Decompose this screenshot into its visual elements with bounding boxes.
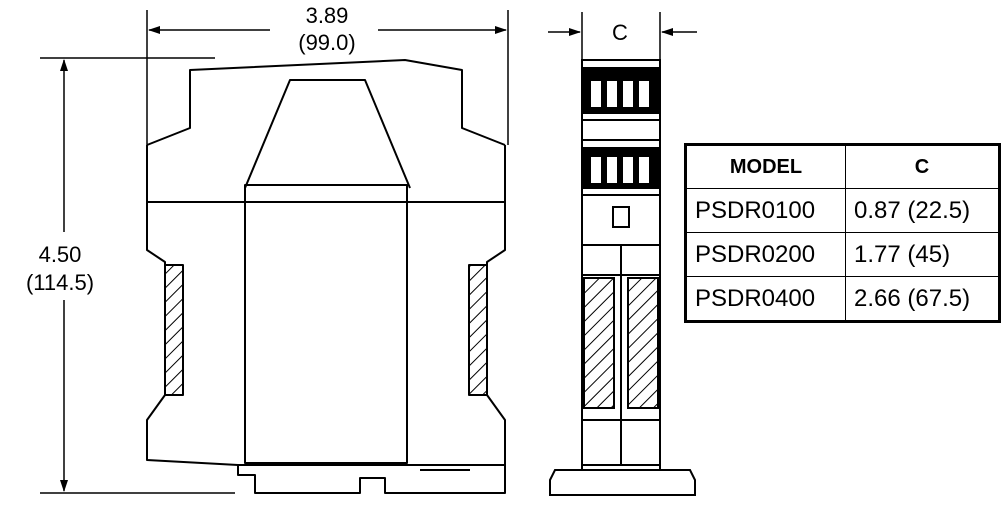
- model-cell: PSDR0100: [685, 188, 846, 233]
- side-view: [549, 59, 696, 496]
- table-header-row: MODEL C: [685, 144, 1000, 189]
- c-dimension: [548, 12, 697, 60]
- height-dimension: [40, 57, 235, 494]
- table-row: PSDR0400 2.66 (67.5): [685, 276, 1000, 322]
- width-dimension: [146, 10, 509, 145]
- header-c: C: [845, 144, 1000, 189]
- width-mm-label: (99.0): [298, 30, 355, 55]
- c-value-cell: 1.77 (45): [845, 232, 1000, 277]
- c-dimension-label: C: [612, 20, 628, 45]
- front-view: [146, 59, 506, 494]
- c-value-cell: 0.87 (22.5): [845, 188, 1000, 233]
- table-row: PSDR0100 0.87 (22.5): [685, 188, 1000, 233]
- model-cell: PSDR0400: [685, 276, 846, 322]
- header-model: MODEL: [685, 144, 846, 189]
- model-cell: PSDR0200: [685, 232, 846, 277]
- model-table: MODEL C PSDR0100 0.87 (22.5) PSDR0200 1.…: [684, 143, 1001, 323]
- table-row: PSDR0200 1.77 (45): [685, 232, 1000, 277]
- width-inches-label: 3.89: [306, 3, 349, 28]
- height-inches-label: 4.50: [39, 242, 82, 267]
- height-mm-label: (114.5): [26, 270, 94, 295]
- c-value-cell: 2.66 (67.5): [845, 276, 1000, 322]
